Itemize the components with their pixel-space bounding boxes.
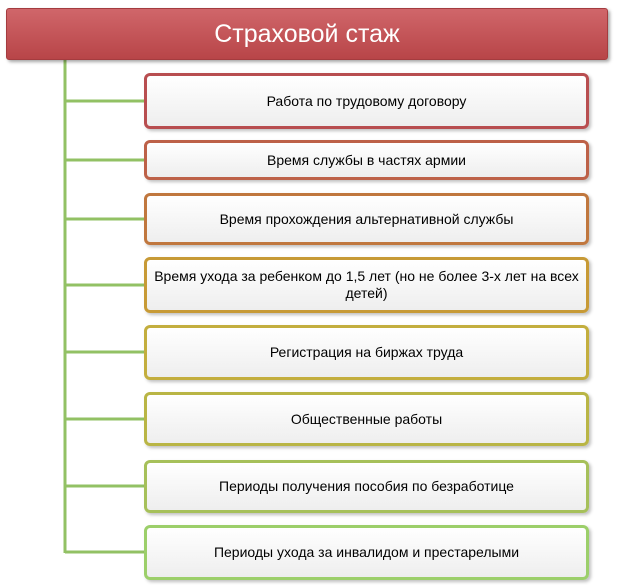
item-box-disabled-elderly-care: Периоды ухода за инвалидом и престарелым… xyxy=(144,525,589,580)
item-box-alternative-service: Время прохождения альтернативной службы xyxy=(144,193,589,245)
item-box-childcare: Время ухода за ребенком до 1,5 лет (но н… xyxy=(144,257,589,313)
item-box-unemployment-benefit: Периоды получения пособия по безработице xyxy=(144,460,589,513)
item-box-army-service: Время службы в частях армии xyxy=(144,140,589,180)
item-box-public-works: Общественные работы xyxy=(144,392,589,446)
item-box-employment-contract: Работа по трудовому договору xyxy=(144,73,589,129)
item-box-labour-exchange: Регистрация на биржах труда xyxy=(144,325,589,380)
diagram-title: Страховой стаж xyxy=(6,8,608,60)
